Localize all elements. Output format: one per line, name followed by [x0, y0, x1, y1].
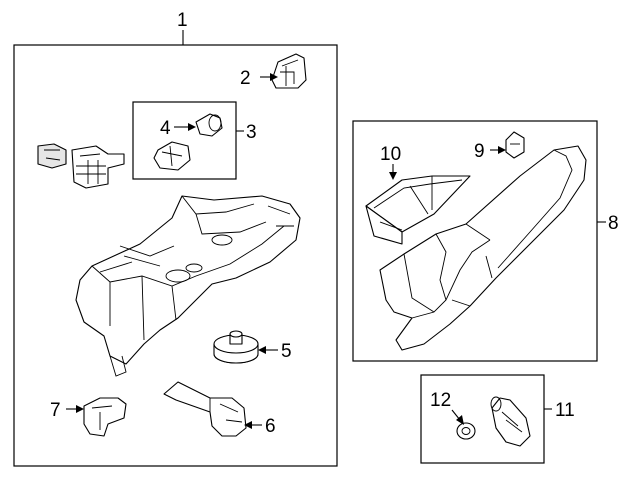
callout-10: 10 — [380, 144, 401, 165]
part-1-housing — [75, 195, 301, 377]
callout-3: 3 — [246, 122, 257, 143]
callout-6: 6 — [265, 416, 276, 437]
part-7-clip — [83, 397, 127, 437]
bracket-parts — [37, 143, 125, 189]
callout-8: 8 — [608, 213, 619, 234]
callout-1: 1 — [177, 10, 188, 31]
part-2-clip — [271, 53, 307, 89]
leader-4 — [174, 123, 196, 131]
part-5-bumper — [213, 330, 259, 364]
leader-6 — [244, 421, 262, 429]
part-6-latch — [163, 381, 247, 437]
group-8-box — [352, 120, 598, 362]
callout-9: 9 — [474, 141, 485, 162]
callout-2: 2 — [240, 68, 251, 89]
part-8-door — [379, 145, 587, 351]
leader-12 — [451, 409, 464, 425]
leader-5 — [258, 346, 278, 354]
group-1-box — [13, 30, 338, 467]
part-3-socket — [153, 141, 191, 171]
part-11-lock — [490, 396, 531, 447]
callout-12: 12 — [430, 390, 451, 411]
leader-2 — [260, 73, 278, 81]
part-10-tray — [365, 175, 471, 245]
callout-11: 11 — [555, 400, 575, 421]
callout-7: 7 — [50, 400, 61, 421]
part-4-bulb — [195, 113, 223, 137]
part-12-grommet — [456, 422, 476, 440]
leader-10 — [389, 164, 397, 180]
callout-5: 5 — [281, 341, 292, 362]
leader-9 — [490, 146, 506, 154]
callout-4: 4 — [160, 118, 171, 139]
leader-7 — [66, 405, 84, 413]
part-9-clip — [505, 131, 525, 159]
group-11-box — [420, 374, 545, 464]
group-3-box — [132, 101, 237, 180]
